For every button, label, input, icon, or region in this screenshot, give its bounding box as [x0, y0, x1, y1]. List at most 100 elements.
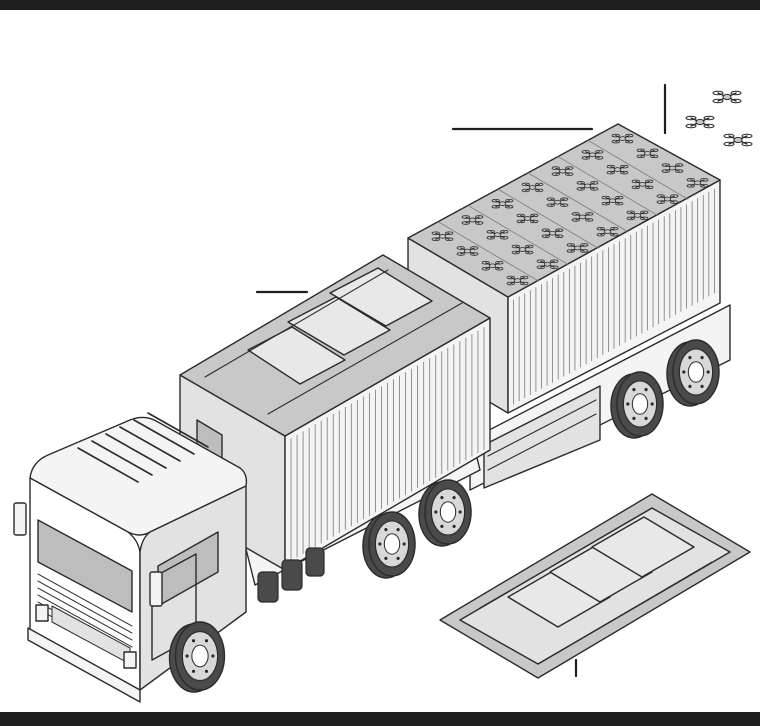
drone-body — [639, 182, 646, 187]
drone-rotor — [505, 204, 514, 209]
drone-rotor — [551, 172, 560, 176]
drone-body — [669, 165, 676, 171]
stored-drone — [486, 230, 509, 240]
drone-body — [579, 214, 586, 220]
grille-slat — [37, 587, 133, 641]
drone-rotor — [590, 187, 599, 191]
drone-rotor — [491, 204, 500, 209]
drone-rotor — [461, 215, 470, 219]
drone-rotor — [516, 219, 525, 224]
drone-rotor — [645, 179, 654, 184]
drone-rotor — [505, 198, 514, 203]
wheel-bolt — [204, 669, 209, 673]
roof-solar-panel-2 — [287, 296, 391, 356]
drone-rotor — [585, 218, 594, 222]
drone-rotor — [571, 218, 580, 222]
drone-rotor — [551, 166, 560, 170]
stored-drone — [521, 182, 544, 193]
cab-roof-vents — [77, 412, 209, 483]
wheel-bolt — [706, 370, 710, 374]
stored-drone — [536, 259, 559, 269]
drone-rotor — [506, 275, 515, 280]
drone-body — [559, 168, 566, 174]
drone-rotor — [712, 98, 724, 104]
drone-rotor — [686, 184, 695, 188]
stored-drone — [546, 197, 569, 207]
chassis-side-box — [483, 385, 601, 489]
stored-drone — [481, 261, 504, 271]
drone-body — [514, 278, 521, 283]
wheel-bolt — [378, 542, 382, 546]
drone-rotor — [541, 228, 550, 232]
drone-rotor — [580, 249, 589, 253]
drone-rotor — [535, 188, 544, 193]
wheel-bolt — [632, 387, 636, 392]
drone-rotor — [481, 267, 490, 271]
drone-rotor — [566, 249, 575, 253]
drone-rotor — [461, 221, 470, 225]
wheel-hub — [687, 361, 705, 383]
drone-rotor — [601, 195, 610, 200]
drone-rotor — [675, 169, 684, 173]
drone-rotor — [620, 170, 629, 175]
left-mirror — [13, 502, 27, 536]
drone-rotor — [581, 150, 590, 154]
rear-container-ribs — [513, 188, 715, 405]
wheel — [168, 621, 226, 693]
drone-rotor — [636, 154, 645, 159]
wheel-bolt — [452, 495, 456, 500]
front-bumper — [27, 627, 141, 703]
drone-rotor — [571, 212, 580, 216]
wheel-bolt — [402, 542, 406, 546]
drone-rotor — [620, 164, 629, 169]
drone-rotor — [470, 246, 479, 250]
front-container — [179, 254, 491, 571]
cab-side-face — [139, 485, 247, 691]
drone-rotor — [495, 261, 504, 265]
wheel-bolt — [384, 527, 388, 532]
drone-body — [574, 245, 581, 251]
grille-slat — [37, 580, 133, 634]
drone-rotor — [650, 148, 659, 153]
drone-body — [584, 183, 591, 189]
drone-cell-divider — [497, 188, 599, 249]
wheel — [610, 371, 664, 439]
wheel-bolt — [211, 654, 215, 658]
drone-rotor — [730, 98, 742, 104]
wheel-bolt — [434, 510, 438, 514]
drone-rotor — [615, 195, 624, 200]
drone-rotor — [555, 234, 564, 238]
stored-drone — [431, 231, 454, 242]
wheel-hub — [439, 501, 457, 523]
drone-body — [499, 201, 506, 207]
drone-body — [554, 199, 561, 205]
drone-rotor — [560, 197, 569, 201]
drone-body — [529, 185, 536, 190]
drone-body — [733, 136, 743, 144]
stored-drone — [596, 226, 619, 237]
roof-vent-slat — [105, 433, 167, 469]
drone-rotor — [585, 212, 594, 216]
drone-rotor — [661, 163, 670, 167]
roof-solar-panel-3 — [329, 267, 433, 327]
drone-rotor — [500, 236, 509, 240]
drone-rotor — [445, 231, 454, 236]
drone-rotor — [456, 252, 465, 256]
stored-drone — [551, 166, 574, 176]
drone-rotor — [723, 141, 735, 147]
drone-rotor — [541, 234, 550, 238]
drone-rotor — [631, 185, 640, 190]
drone-cell-divider — [557, 156, 659, 216]
ground-solar-array — [439, 493, 751, 679]
wheel-bolt — [440, 524, 444, 529]
stored-drone — [516, 213, 539, 224]
drone-rotor — [723, 133, 735, 139]
left-headlight — [35, 604, 49, 622]
roof-solar-panels — [204, 267, 463, 415]
wheel-bolt — [452, 524, 456, 529]
drone-rotor — [530, 213, 539, 218]
drone-rotor — [565, 166, 574, 170]
drone-rotor — [611, 139, 620, 144]
drone-rotor — [481, 261, 490, 265]
stored-drone — [491, 198, 514, 209]
